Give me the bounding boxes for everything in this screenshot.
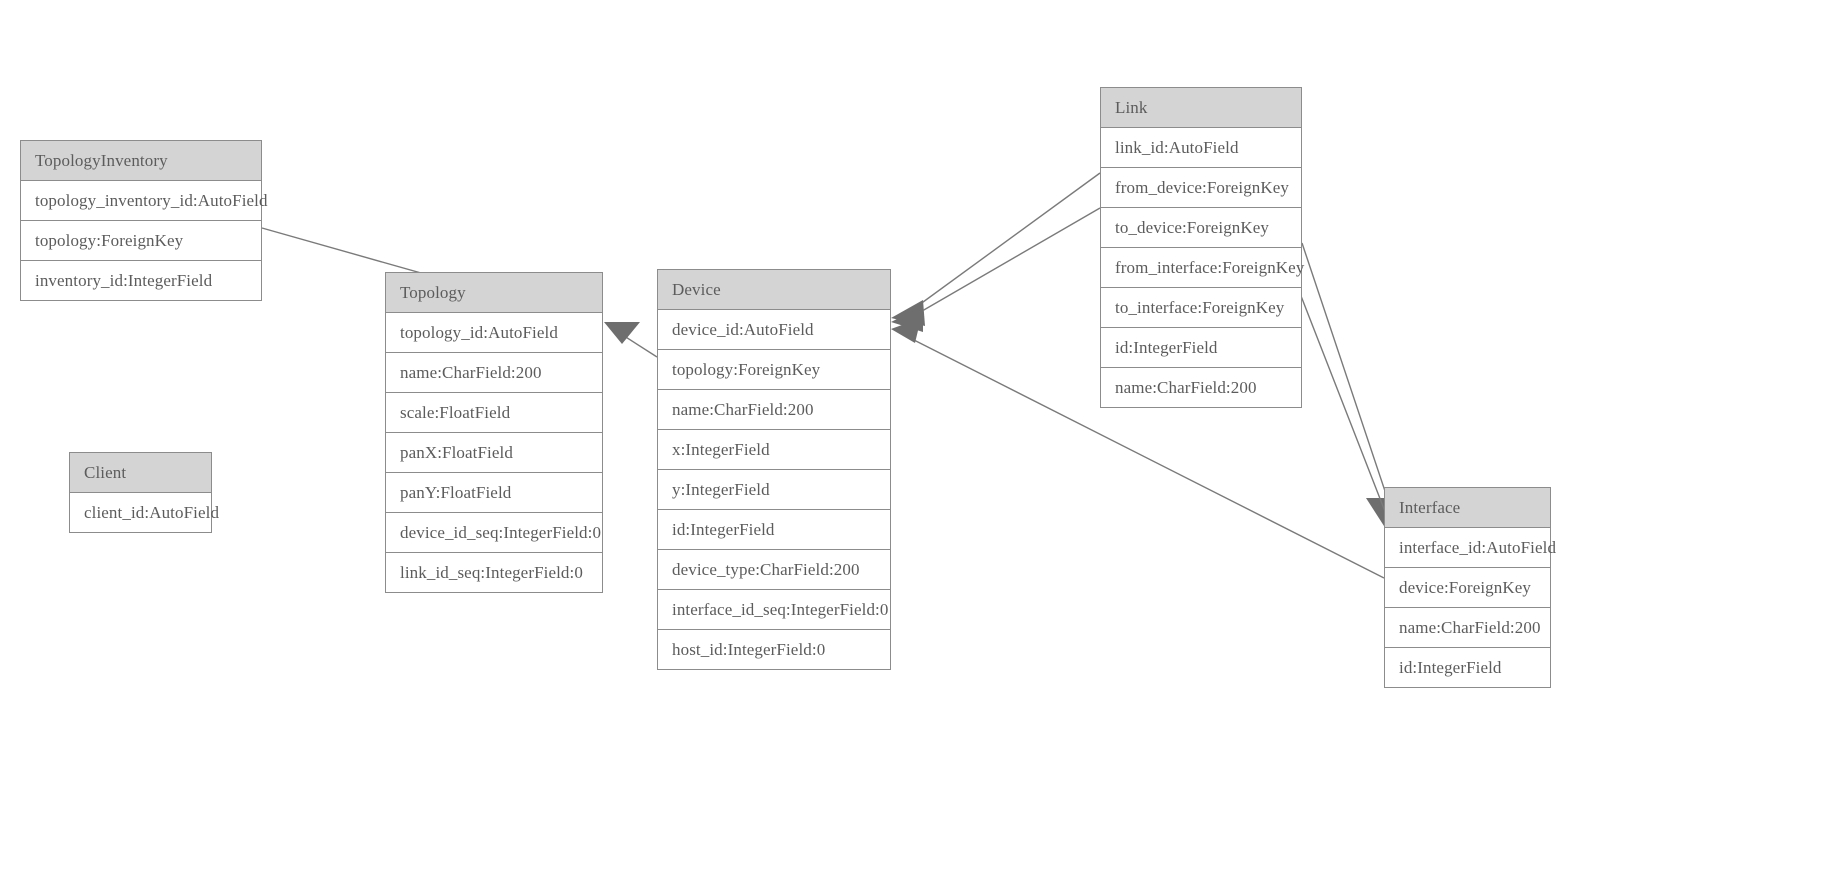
entity-topology-inventory[interactable]: TopologyInventory topology_inventory_id:… — [20, 140, 267, 301]
entity-field[interactable]: from_interface:ForeignKey — [1101, 248, 1304, 288]
entity-title: Topology — [386, 273, 602, 313]
entity-field[interactable]: host_id:IntegerField:0 — [658, 630, 890, 669]
edge-link-todevice-device — [891, 207, 1101, 332]
entity-field[interactable]: topology:ForeignKey — [658, 350, 890, 390]
entity-field[interactable]: inventory_id:IntegerField — [21, 261, 261, 300]
entity-field[interactable]: name:CharField:200 — [1385, 608, 1550, 648]
entity-field[interactable]: topology_inventory_id:AutoField — [21, 181, 267, 221]
edge-link-frominterface-interface — [1301, 242, 1397, 526]
entity-field[interactable]: id:IntegerField — [1101, 328, 1301, 368]
entity-field[interactable]: device_id:AutoField — [658, 310, 890, 350]
entity-field[interactable]: to_device:ForeignKey — [1101, 208, 1301, 248]
entity-link[interactable]: Link link_id:AutoField from_device:Forei… — [1100, 87, 1304, 408]
entity-field[interactable]: topology:ForeignKey — [21, 221, 261, 261]
edge-device-topology — [604, 322, 658, 358]
entity-field[interactable]: panY:FloatField — [386, 473, 602, 513]
entity-title: Link — [1101, 88, 1301, 128]
entity-title: Device — [658, 270, 890, 310]
entity-field[interactable]: name:CharField:200 — [658, 390, 890, 430]
edge-link-tointerface-interface — [1293, 277, 1387, 515]
entity-client[interactable]: Client client_id:AutoField — [69, 452, 219, 533]
entity-field[interactable]: from_device:ForeignKey — [1101, 168, 1301, 208]
entity-field[interactable]: link_id_seq:IntegerField:0 — [386, 553, 602, 592]
entity-field[interactable]: device_type:CharField:200 — [658, 550, 890, 590]
entity-field[interactable]: y:IntegerField — [658, 470, 890, 510]
edge-link-fromdevice-device — [891, 172, 1101, 326]
entity-field[interactable]: topology_id:AutoField — [386, 313, 602, 353]
entity-field[interactable]: device_id_seq:IntegerField:0 — [386, 513, 602, 553]
entity-field[interactable]: interface_id_seq:IntegerField:0 — [658, 590, 890, 630]
entity-title: Interface — [1385, 488, 1550, 528]
entity-field[interactable]: name:CharField:200 — [1101, 368, 1301, 407]
entity-field[interactable]: panX:FloatField — [386, 433, 602, 473]
entity-interface[interactable]: Interface interface_id:AutoField device:… — [1384, 487, 1556, 688]
entity-field[interactable]: name:CharField:200 — [386, 353, 602, 393]
entity-field[interactable]: id:IntegerField — [658, 510, 890, 550]
entity-title: TopologyInventory — [21, 141, 261, 181]
entity-topology[interactable]: Topology topology_id:AutoField name:Char… — [385, 272, 603, 593]
entity-title: Client — [70, 453, 211, 493]
entity-field[interactable]: device:ForeignKey — [1385, 568, 1550, 608]
entity-field[interactable]: scale:FloatField — [386, 393, 602, 433]
entity-field[interactable]: link_id:AutoField — [1101, 128, 1301, 168]
entity-field[interactable]: id:IntegerField — [1385, 648, 1550, 687]
entity-field[interactable]: interface_id:AutoField — [1385, 528, 1556, 568]
entity-field[interactable]: to_interface:ForeignKey — [1101, 288, 1301, 328]
entity-field[interactable]: client_id:AutoField — [70, 493, 219, 532]
entity-field[interactable]: x:IntegerField — [658, 430, 890, 470]
entity-device[interactable]: Device device_id:AutoField topology:Fore… — [657, 269, 891, 670]
